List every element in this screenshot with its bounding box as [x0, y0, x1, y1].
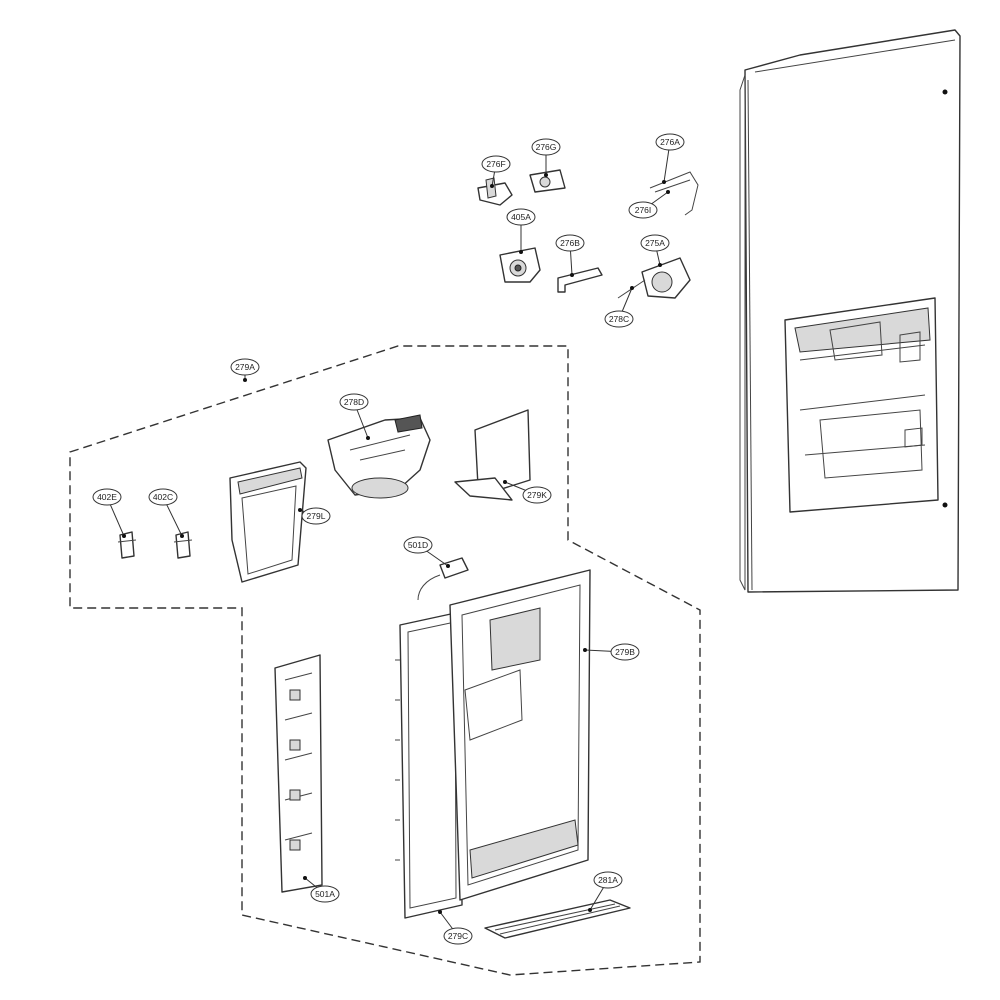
label-bubble-405A	[506, 208, 536, 226]
label-bubble-279A	[230, 358, 260, 376]
label-text-402E: 402E	[97, 492, 117, 502]
label-279K: 279K	[522, 486, 552, 504]
label-bubble-276F	[481, 155, 511, 173]
label-bubble-276I	[628, 201, 658, 219]
label-text-279B: 279B	[615, 647, 635, 657]
label-bubble-281A	[593, 871, 623, 889]
label-text-278D: 278D	[344, 397, 364, 407]
part-281A	[484, 899, 631, 939]
part-276B	[557, 267, 603, 293]
leader-dot-402C	[180, 534, 184, 538]
part-402E	[117, 531, 137, 559]
label-275A: 275A	[640, 234, 670, 252]
label-text-402C: 402C	[153, 492, 173, 502]
part-501D	[417, 557, 469, 601]
part-402C	[173, 531, 193, 559]
label-bubble-402E	[92, 488, 122, 506]
label-278D: 278D	[339, 393, 369, 411]
label-bubble-279B	[610, 643, 640, 661]
part-276G	[529, 169, 566, 193]
label-278C: 278C	[604, 310, 634, 328]
part-501A	[274, 654, 323, 893]
label-text-276B: 276B	[560, 238, 580, 248]
leader-dot-276F	[490, 184, 494, 188]
leader-dot-405A	[519, 250, 523, 254]
label-text-276A: 276A	[660, 137, 680, 147]
label-bubble-402C	[148, 488, 178, 506]
part-279K	[454, 409, 531, 501]
leader-dot-276B	[570, 273, 574, 277]
label-text-276I: 276I	[635, 205, 652, 215]
label-279A: 279A	[230, 358, 260, 376]
leader-dot-402E	[122, 534, 126, 538]
label-276G: 276G	[531, 138, 561, 156]
label-bubble-279K	[522, 486, 552, 504]
label-bubble-278C	[604, 310, 634, 328]
label-text-279A: 279A	[235, 362, 255, 372]
part-279L	[229, 461, 307, 583]
leader-lines	[106, 141, 671, 937]
label-text-278C: 278C	[609, 314, 629, 324]
label-text-279C: 279C	[448, 931, 468, 941]
part-276A	[649, 171, 699, 216]
leader-dot-501A	[303, 876, 307, 880]
label-text-279L: 279L	[307, 511, 326, 521]
label-bubble-501D	[403, 536, 433, 554]
part-275A	[617, 257, 691, 299]
label-276F: 276F	[481, 155, 511, 173]
part-279B	[449, 569, 591, 901]
part-279C	[395, 611, 463, 919]
leader-dot-278D	[366, 436, 370, 440]
label-402C: 402C	[148, 488, 178, 506]
leader-dot-279B	[583, 648, 587, 652]
leader-dot-276I	[666, 190, 670, 194]
label-text-501A: 501A	[315, 889, 335, 899]
label-276A: 276A	[655, 133, 685, 151]
leader-dot-279L	[298, 508, 302, 512]
label-bubble-275A	[640, 234, 670, 252]
label-bubble-276G	[531, 138, 561, 156]
label-text-281A: 281A	[598, 875, 618, 885]
leader-dot-275A	[658, 263, 662, 267]
leader-dot-501D	[446, 564, 450, 568]
door-panel	[739, 29, 961, 593]
part-278D	[327, 414, 431, 499]
label-text-279K: 279K	[527, 490, 547, 500]
label-bubble-279L	[301, 507, 331, 525]
label-text-275A: 275A	[645, 238, 665, 248]
assembly-boundary-279A	[69, 345, 701, 976]
leader-dot-281A	[588, 908, 592, 912]
part-276F	[477, 177, 513, 206]
label-276B: 276B	[555, 234, 585, 252]
label-279B: 279B	[610, 643, 640, 661]
label-bubble-276B	[555, 234, 585, 252]
part-405A	[499, 247, 541, 283]
label-bubble-279C	[443, 927, 473, 945]
label-405A: 405A	[506, 208, 536, 226]
label-text-405A: 405A	[511, 212, 531, 222]
leader-dot-279K	[503, 480, 507, 484]
label-501D: 501D	[403, 536, 433, 554]
leader-dot-276G	[544, 173, 548, 177]
label-text-276G: 276G	[536, 142, 557, 152]
label-281A: 281A	[593, 871, 623, 889]
label-279C: 279C	[443, 927, 473, 945]
label-279L: 279L	[301, 507, 331, 525]
label-bubble-278D	[339, 393, 369, 411]
part-labels: 276A 276G 276F 276I 405A 276B 275A 278C 279A 278D…	[92, 133, 685, 945]
leader-dot-279A	[243, 378, 247, 382]
label-text-501D: 501D	[408, 540, 428, 550]
label-bubble-501A	[310, 885, 340, 903]
leader-dot-279C	[438, 910, 442, 914]
label-bubble-276A	[655, 133, 685, 151]
leader-dot-278C	[630, 286, 634, 290]
label-501A: 501A	[310, 885, 340, 903]
label-276I: 276I	[628, 201, 658, 219]
leader-dot-276A	[662, 180, 666, 184]
label-text-276F: 276F	[486, 159, 505, 169]
label-402E: 402E	[92, 488, 122, 506]
